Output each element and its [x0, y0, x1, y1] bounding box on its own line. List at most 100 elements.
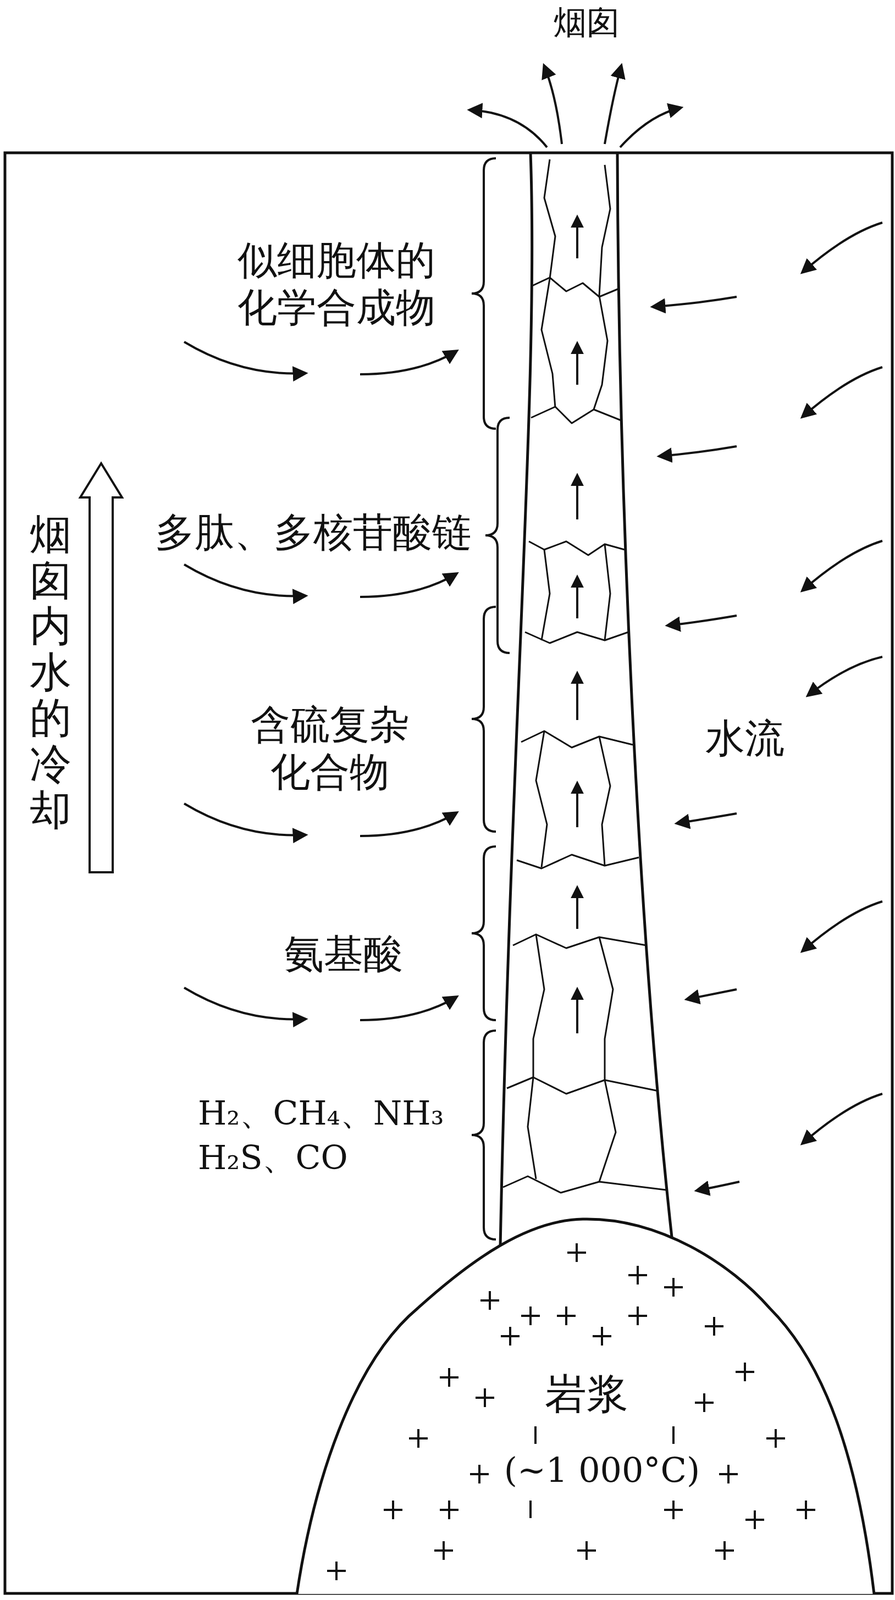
crack-line: [527, 1077, 537, 1180]
magma-outline: [296, 1219, 875, 1595]
crack-line: [533, 934, 545, 1078]
flow-arrow: [802, 222, 883, 273]
crack-line: [593, 295, 608, 410]
plus-symbol: [664, 1500, 683, 1520]
crack-line: [604, 544, 611, 641]
bar-symbol: [672, 1500, 675, 1519]
plus-symbol: [715, 1541, 734, 1561]
plus-symbol: [704, 1317, 724, 1336]
plus-symbol: [664, 1278, 683, 1297]
flow-arrow: [802, 540, 883, 591]
flow-arrow: [808, 656, 883, 696]
flow-arrow: [184, 987, 306, 1020]
plus-symbol: [475, 1388, 495, 1408]
crack-line: [506, 1077, 659, 1095]
plus-symbol: [735, 1362, 755, 1382]
label: 水流: [705, 714, 785, 762]
plus-symbol: [745, 1510, 765, 1530]
plus-symbol: [766, 1429, 786, 1449]
chimney-wall: [500, 152, 533, 1247]
flow-arrow: [653, 296, 737, 307]
crack-line: [599, 937, 613, 1081]
crack-line: [531, 406, 622, 424]
label: 似细胞体的 化学合成物: [229, 236, 444, 332]
upflow-arrow: [576, 475, 579, 520]
flow-arrow: [184, 803, 306, 836]
crack-line: [599, 736, 611, 866]
crack-line: [532, 277, 620, 297]
flow-arrow: [677, 813, 737, 824]
crack-line: [521, 731, 633, 748]
plus-symbol: [521, 1306, 540, 1326]
flow-arrow: [667, 615, 737, 626]
upflow-arrows: [576, 217, 579, 1034]
flow-arrow: [184, 341, 306, 374]
chimney-cracks: [503, 159, 667, 1193]
plus-symbol: [470, 1465, 489, 1484]
crack-line: [599, 1080, 616, 1182]
crack-line: [544, 159, 556, 279]
upflow-arrow: [576, 887, 579, 930]
plus-symbol: [719, 1465, 738, 1484]
upflow-arrow: [576, 989, 579, 1034]
upflow-arrow: [576, 673, 579, 721]
plus-symbol: [383, 1500, 403, 1520]
label: 烟囱: [553, 2, 620, 43]
flow-arrow: [802, 367, 883, 417]
chimney-wall: [617, 152, 674, 1253]
label: 多肽、多核苷酸链: [155, 508, 472, 556]
flow-arrow: [697, 1181, 740, 1191]
upflow-arrow: [576, 577, 579, 619]
plus-symbol: [577, 1541, 596, 1561]
crack-line: [525, 632, 629, 644]
node-note: (~1 000°C): [504, 1450, 700, 1491]
plus-symbol: [694, 1393, 714, 1413]
flow-arrow: [360, 813, 457, 837]
left-flow-arrows: [184, 341, 457, 1021]
flow-arrow: [802, 901, 883, 952]
plus-symbol: [592, 1327, 612, 1346]
flow-arrow: [360, 997, 457, 1021]
vertical-label: 烟囱内水的冷却: [29, 511, 72, 833]
cooling-arrow: [80, 463, 123, 873]
flow-arrow: [687, 989, 737, 1000]
label: 氨基酸: [284, 930, 403, 978]
label: H₂、CH₄、NH₃ H₂S、CO: [197, 1091, 462, 1181]
plus-symbol: [796, 1500, 816, 1520]
flow-arrow: [360, 351, 457, 375]
plus-symbol: [434, 1541, 453, 1561]
outflow-arrows: [470, 65, 681, 148]
plus-symbol: [439, 1368, 459, 1388]
plus-symbol: [500, 1327, 520, 1346]
crack-line: [528, 541, 625, 556]
bar-symbol: [672, 1426, 675, 1445]
crack-line: [516, 854, 639, 869]
upflow-arrow: [576, 343, 579, 385]
crack-line: [536, 731, 548, 868]
plus-symbol: [556, 1306, 576, 1326]
node-title: 岩浆: [544, 1368, 629, 1419]
plus-symbol: [480, 1291, 500, 1311]
brace: [471, 1030, 496, 1240]
crack-line: [512, 934, 647, 949]
chimney-wall: [500, 152, 674, 1253]
brace: [471, 606, 496, 832]
upflow-arrow: [576, 217, 579, 259]
plus-symbol: [628, 1306, 648, 1326]
plus-symbol: [409, 1429, 428, 1449]
plus-symbol: [327, 1561, 346, 1581]
crack-line: [503, 1176, 667, 1193]
flow-arrow: [360, 573, 457, 598]
outflow-arrow: [604, 65, 622, 145]
braces: [471, 158, 510, 1240]
brace: [471, 846, 496, 1021]
crack-line: [541, 549, 550, 641]
bar-symbol: [534, 1426, 537, 1445]
water-flow-arrows: [653, 222, 883, 1191]
flow-arrow: [802, 1094, 883, 1144]
brace: [471, 158, 496, 429]
label: 含硫复杂 化合物: [244, 700, 417, 797]
bar-symbol: [529, 1500, 532, 1519]
plus-symbol: [567, 1243, 587, 1263]
outflow-arrow: [470, 109, 548, 148]
